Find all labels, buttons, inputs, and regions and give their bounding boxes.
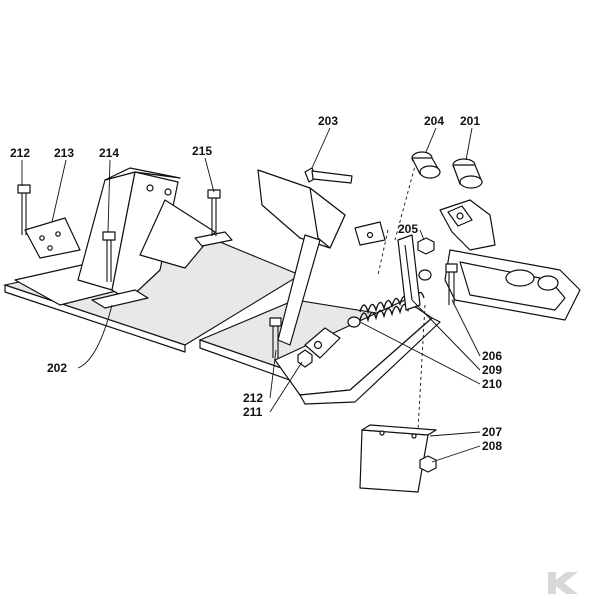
- clevis-block: [304, 327, 341, 359]
- callout-207: 207: [482, 425, 502, 439]
- callout-201: 201: [460, 114, 480, 128]
- cover-hole: [379, 430, 385, 436]
- callout-204: 204: [424, 114, 444, 128]
- pivot-hole: [456, 212, 464, 220]
- bolt-214: [102, 231, 116, 282]
- callout-213: 213: [54, 146, 74, 160]
- callout-205: 205: [398, 222, 418, 236]
- plate-hole: [39, 235, 45, 241]
- cover-plate-207: [359, 424, 437, 493]
- callout-212-left: 212: [10, 146, 30, 160]
- bolt-215: [207, 189, 221, 236]
- callout-211: 211: [243, 405, 263, 419]
- bolt-206: [445, 263, 458, 305]
- roller-201: [452, 158, 483, 189]
- left-base-slab-edge: [4, 284, 186, 353]
- link-hole: [366, 231, 374, 239]
- callout-215: 215: [192, 144, 212, 158]
- callout-212-center: 212: [243, 391, 263, 405]
- bracket-top-cap: [104, 167, 181, 181]
- pedal-roller: [505, 269, 535, 287]
- plate-hole: [47, 245, 53, 251]
- leader-lines: [21, 127, 481, 463]
- nut-205: [417, 237, 435, 255]
- plate-hole: [55, 231, 61, 237]
- bolt-212-left: [17, 184, 31, 235]
- assembly-line: [377, 229, 389, 276]
- spring-hook: [347, 316, 361, 328]
- callout-214: 214: [99, 146, 119, 160]
- callout-203: 203: [318, 114, 338, 128]
- roller-204: [411, 151, 441, 179]
- side-plate-213: [24, 217, 81, 259]
- callout-206: 206: [482, 349, 502, 363]
- assembly-line: [394, 161, 417, 241]
- bolt-212-center: [269, 317, 282, 358]
- bracket-foot: [91, 289, 149, 309]
- clevis-pin-hole: [313, 340, 323, 350]
- callout-labels: 212 213 214 215 202 203 204 201 205 206 …: [10, 114, 502, 453]
- bracket-foot: [194, 231, 233, 247]
- base-tray-side: [299, 317, 441, 405]
- spring-hook: [418, 269, 432, 281]
- callout-208: 208: [482, 439, 502, 453]
- pedal-roller: [537, 275, 559, 291]
- bracket-hole: [164, 188, 172, 196]
- callout-209: 209: [482, 363, 502, 377]
- right-pedal-assembly: [411, 151, 581, 321]
- callout-202: 202: [47, 361, 67, 375]
- assembly-line: [417, 304, 426, 431]
- angled-brace: [139, 199, 216, 269]
- pedal-tray-inner: [459, 261, 566, 311]
- cover-hole: [411, 433, 417, 439]
- pedal-arm: [439, 199, 496, 251]
- brand-logo: [548, 572, 578, 594]
- bolt-203: [304, 167, 353, 184]
- center-pedal-assembly: [198, 161, 441, 431]
- nut-208: [419, 455, 437, 473]
- pedal-frame-arm-face: [309, 187, 346, 249]
- lever-plate: [277, 234, 321, 346]
- left-mounting-bracket-assembly: [2, 167, 302, 353]
- bracket-hole: [146, 184, 154, 192]
- callout-210: 210: [482, 377, 502, 391]
